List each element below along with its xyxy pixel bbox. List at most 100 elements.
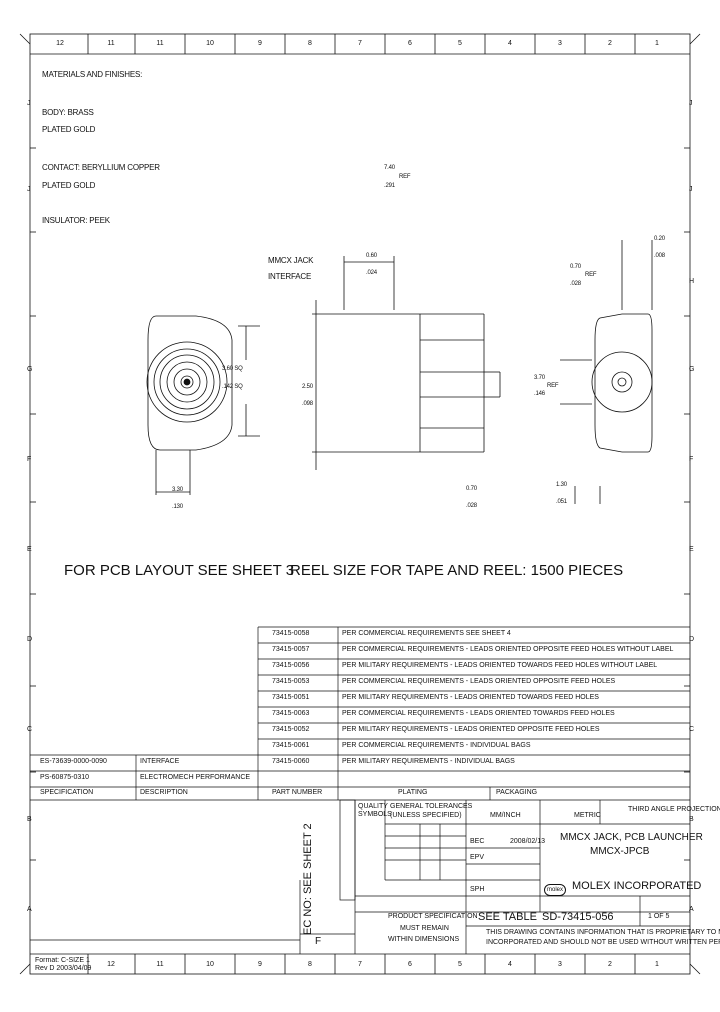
drawing-title-2: MMCX-JPCB (590, 846, 650, 857)
revision-block: EC NO: SEE SHEET 2 (302, 823, 314, 935)
zone-top-11a: 11 (107, 40, 115, 47)
zone-top-4: 4 (508, 40, 512, 47)
dim-pin-inch: .051 (556, 499, 567, 505)
spec-row: PS-60875-0310 (40, 774, 90, 781)
zone-top-10: 10 (206, 40, 214, 47)
zone-top-3: 3 (558, 40, 562, 47)
interface-label-2: INTERFACE (268, 272, 312, 281)
pcb-layout-note: FOR PCB LAYOUT SEE SHEET 3 (64, 562, 295, 579)
zone-bottom-3: 3 (558, 961, 562, 968)
unless-specified: (UNLESS SPECIFIED) (390, 812, 462, 819)
table-row: 73415-0052 (272, 726, 310, 733)
dim-height-metric: 3.70 (534, 375, 545, 381)
table-row: PER COMMERCIAL REQUIREMENTS - INDIVIDUAL… (342, 742, 531, 749)
general-tolerances: GENERAL TOLERANCES (390, 803, 473, 810)
row-left-e: E (27, 546, 32, 553)
dim-square-inch: .142 SQ (222, 384, 243, 390)
dim-lead-ref: REF (585, 272, 597, 278)
table-row: PER MILITARY REQUIREMENTS - LEADS ORIENT… (342, 694, 599, 701)
molex-logo: molex (544, 884, 567, 896)
table-row: 73415-0058 (272, 630, 310, 637)
zone-bottom-2: 2 (608, 961, 612, 968)
dim-overall-inch: .291 (384, 183, 395, 189)
table-row: 73415-0060 (272, 758, 310, 765)
zone-bottom-7: 7 (358, 961, 362, 968)
header-packaging: PACKAGING (496, 789, 538, 796)
row-left-j: J (27, 100, 31, 107)
zone-bottom-4: 4 (508, 961, 512, 968)
table-row: PER MILITARY REQUIREMENTS - INDIVIDUAL B… (342, 758, 515, 765)
table-row: 73415-0063 (272, 710, 310, 717)
row-left-h: J (27, 186, 31, 193)
sheet-number: 1 OF 5 (648, 913, 670, 920)
sheet-size: F (315, 936, 322, 947)
drawing-title-1: MMCX JACK, PCB LAUNCHER (560, 832, 703, 843)
header-description: DESCRIPTION (140, 789, 188, 796)
interface-label-1: MMCX JACK (268, 256, 314, 265)
zone-bottom-8: 8 (308, 961, 312, 968)
company-name: MOLEX INCORPORATED (572, 880, 702, 892)
table-row: PER MILITARY REQUIREMENTS - LEADS ORIENT… (342, 662, 658, 669)
dim-thick-metric: 0.20 (654, 236, 665, 242)
table-row: 73415-0057 (272, 646, 310, 653)
zone-top-1: 1 (655, 40, 659, 47)
row-right-d: D (689, 636, 695, 643)
within-dimensions-label: WITHIN DIMENSIONS (388, 936, 460, 943)
zone-bottom-5: 5 (458, 961, 462, 968)
dim-thick-inch: .008 (654, 253, 665, 259)
table-row: PER COMMERCIAL REQUIREMENTS - LEADS ORIE… (342, 710, 615, 717)
zone-bottom-11: 11 (156, 961, 164, 968)
zone-top-5: 5 (458, 40, 462, 47)
approved-by: SPH (470, 886, 485, 893)
row-right-e: E (689, 546, 694, 553)
document-number: SD-73415-056 (542, 911, 614, 923)
zone-top-2: 2 (608, 40, 612, 47)
insulator-material: INSULATOR: PEEK (42, 216, 110, 225)
dim-pin-metric: 1.30 (556, 482, 567, 488)
dim-flange-inch: .024 (366, 270, 377, 276)
zone-top-8: 8 (308, 40, 312, 47)
dim-width-inch: .130 (172, 504, 183, 510)
dim-square-metric: 3.60 SQ (222, 366, 243, 372)
zone-top-11b: 11 (156, 40, 164, 47)
table-row: 73415-0051 (272, 694, 310, 701)
checked-by: EPV (470, 854, 485, 861)
row-left-g: G (27, 366, 33, 373)
row-left-b: B (27, 816, 32, 823)
spec-row: ELECTROMECH PERFORMANCE (140, 774, 251, 781)
row-left-c: C (27, 726, 33, 733)
row-left-a: A (27, 906, 32, 913)
row-left-d: D (27, 636, 33, 643)
drawn-by: BEC (470, 838, 485, 845)
zone-top-9: 9 (258, 40, 262, 47)
header-plating: PLATING (398, 789, 428, 796)
dim-lead-dia-inch: .028 (466, 503, 477, 509)
row-right-h2: H (689, 278, 695, 285)
header-part-number: PART NUMBER (272, 789, 323, 796)
row-right-j: J (689, 100, 693, 107)
dim-overall-ref: REF (399, 174, 411, 180)
table-row: PER COMMERCIAL REQUIREMENTS - LEADS ORIE… (342, 646, 674, 653)
row-right-f: F (689, 456, 694, 463)
quality-symbols: QUALITY SYMBOLS (358, 803, 392, 818)
table-row: PER COMMERCIAL REQUIREMENTS SEE SHEET 4 (342, 630, 511, 637)
table-row: 73415-0061 (272, 742, 310, 749)
dim-lead-inch: .028 (570, 281, 581, 287)
materials-heading: MATERIALS AND FINISHES: (42, 70, 143, 79)
revision-date: Rev D 2003/04/09 (35, 965, 92, 972)
zone-top-12: 12 (56, 40, 64, 47)
spec-row: ES-73639-0000-0090 (40, 758, 107, 765)
proprietary-notice-2: INCORPORATED AND SHOULD NOT BE USED WITH… (486, 939, 720, 946)
zone-bottom-6: 6 (408, 961, 412, 968)
proprietary-notice-1: THIS DRAWING CONTAINS INFORMATION THAT I… (486, 929, 720, 936)
dim-dia-metric: 2.50 (302, 384, 313, 390)
spec-row: INTERFACE (140, 758, 180, 765)
dim-height-ref: REF (547, 383, 559, 389)
table-row: PER MILITARY REQUIREMENTS - LEADS ORIENT… (342, 726, 600, 733)
scale-value: METRIC (574, 812, 601, 819)
row-right-h: J (689, 186, 693, 193)
dim-height-inch: .146 (534, 391, 545, 397)
table-row: PER COMMERCIAL REQUIREMENTS - LEADS ORIE… (342, 678, 616, 685)
row-right-g: G (689, 366, 695, 373)
